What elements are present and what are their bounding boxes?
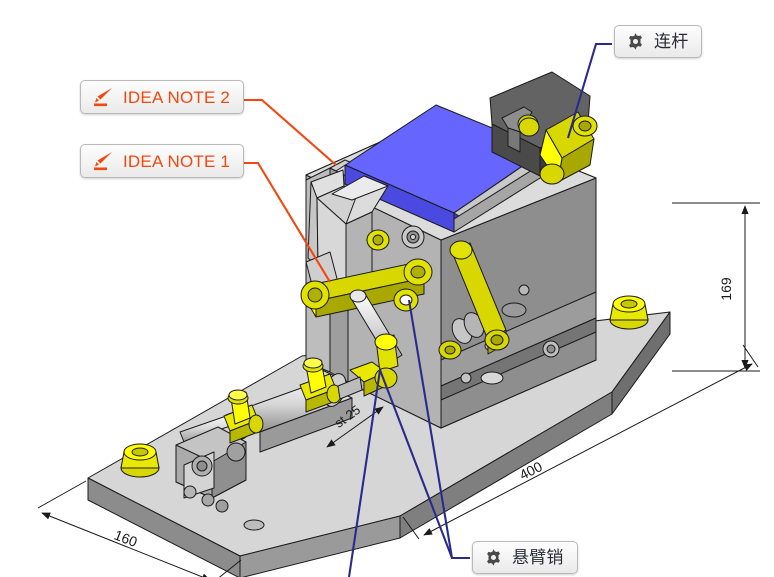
- pencil-icon: [94, 152, 112, 171]
- base-bushings: [120, 295, 649, 478]
- callout-label: 悬臂销: [512, 548, 564, 567]
- callout-idea-note-1[interactable]: IDEA NOTE 1: [80, 144, 245, 178]
- dimension-400: [402, 344, 759, 540]
- clevis-mount: [175, 426, 247, 513]
- toggle-link-yellow: [300, 258, 433, 318]
- callout-label: IDEA NOTE 2: [123, 87, 231, 107]
- callout-label: 连杆: [654, 32, 689, 51]
- dimension-169-value: 169: [718, 277, 734, 301]
- gear-icon: [629, 33, 642, 50]
- callout-cantilever-pin[interactable]: 悬臂销: [472, 541, 578, 574]
- callout-idea-note-2[interactable]: IDEA NOTE 2: [80, 80, 245, 114]
- diagonal-link-yellow: [449, 240, 510, 355]
- part-leaders: [347, 42, 612, 577]
- pneumatic-fittings: [223, 333, 399, 444]
- gear-icon: [487, 549, 500, 566]
- note-leaders: [234, 98, 337, 283]
- leader-xuanbixiao-b: [347, 365, 470, 577]
- leader-lianggan: [566, 42, 612, 139]
- callout-label: IDEA NOTE 1: [123, 151, 231, 171]
- pencil-icon: [94, 88, 112, 107]
- dimension-160: [37, 480, 242, 577]
- leader-note2: [238, 98, 337, 166]
- leader-note1: [234, 161, 331, 283]
- callout-connecting-rod[interactable]: 连杆: [614, 25, 703, 58]
- dimension-160-value: 160: [112, 527, 140, 550]
- leader-xuanbixiao-a: [407, 299, 470, 560]
